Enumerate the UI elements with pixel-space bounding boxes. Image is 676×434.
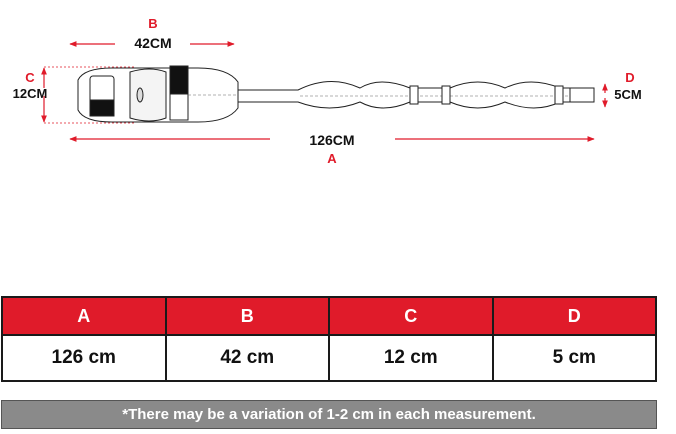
- dimension-a: 126CM A: [69, 132, 595, 166]
- strap-loop-3: [554, 85, 564, 105]
- size-table-value-a: 126 cm: [1, 334, 167, 382]
- dimension-b: B 42CM: [69, 16, 235, 51]
- dimension-b-letter: B: [148, 16, 157, 31]
- variation-note: *There may be a variation of 1-2 cm in e…: [1, 400, 657, 429]
- strap-end-tab: [569, 87, 595, 103]
- size-table-header-d: D: [491, 296, 657, 336]
- size-table-header-a: A: [1, 296, 167, 336]
- dimension-a-letter: A: [327, 151, 337, 166]
- dimension-c: C 12CM: [13, 66, 135, 124]
- dimension-b-value: 42CM: [134, 35, 171, 51]
- rivet: [136, 87, 144, 103]
- dimension-c-value: 12CM: [13, 86, 48, 101]
- size-table-header-c: C: [328, 296, 494, 336]
- dimension-d: D 5CM: [602, 70, 642, 108]
- buckle-band: [89, 99, 115, 117]
- size-table-header-row: A B C D: [1, 296, 657, 336]
- dimension-d-value: 5CM: [614, 87, 641, 102]
- dimension-a-value: 126CM: [309, 132, 354, 148]
- size-table-value-d: 5 cm: [491, 334, 657, 382]
- velcro-tab-black: [169, 65, 189, 95]
- strap-loop-2: [441, 85, 451, 105]
- dimension-d-letter: D: [625, 70, 634, 85]
- dimension-c-letter: C: [25, 70, 35, 85]
- product-illustration: [77, 65, 595, 123]
- product-diagram: B 42CM C 12CM D 5CM: [13, 16, 642, 166]
- size-table-header-b: B: [164, 296, 330, 336]
- size-table-value-row: 126 cm 42 cm 12 cm 5 cm: [1, 334, 657, 382]
- size-table: A B C D 126 cm 42 cm 12 cm 5 cm: [1, 296, 657, 382]
- cuff-padding: [129, 68, 167, 122]
- strap-loop-1: [409, 85, 419, 105]
- size-table-value-b: 42 cm: [164, 334, 330, 382]
- size-table-value-c: 12 cm: [328, 334, 494, 382]
